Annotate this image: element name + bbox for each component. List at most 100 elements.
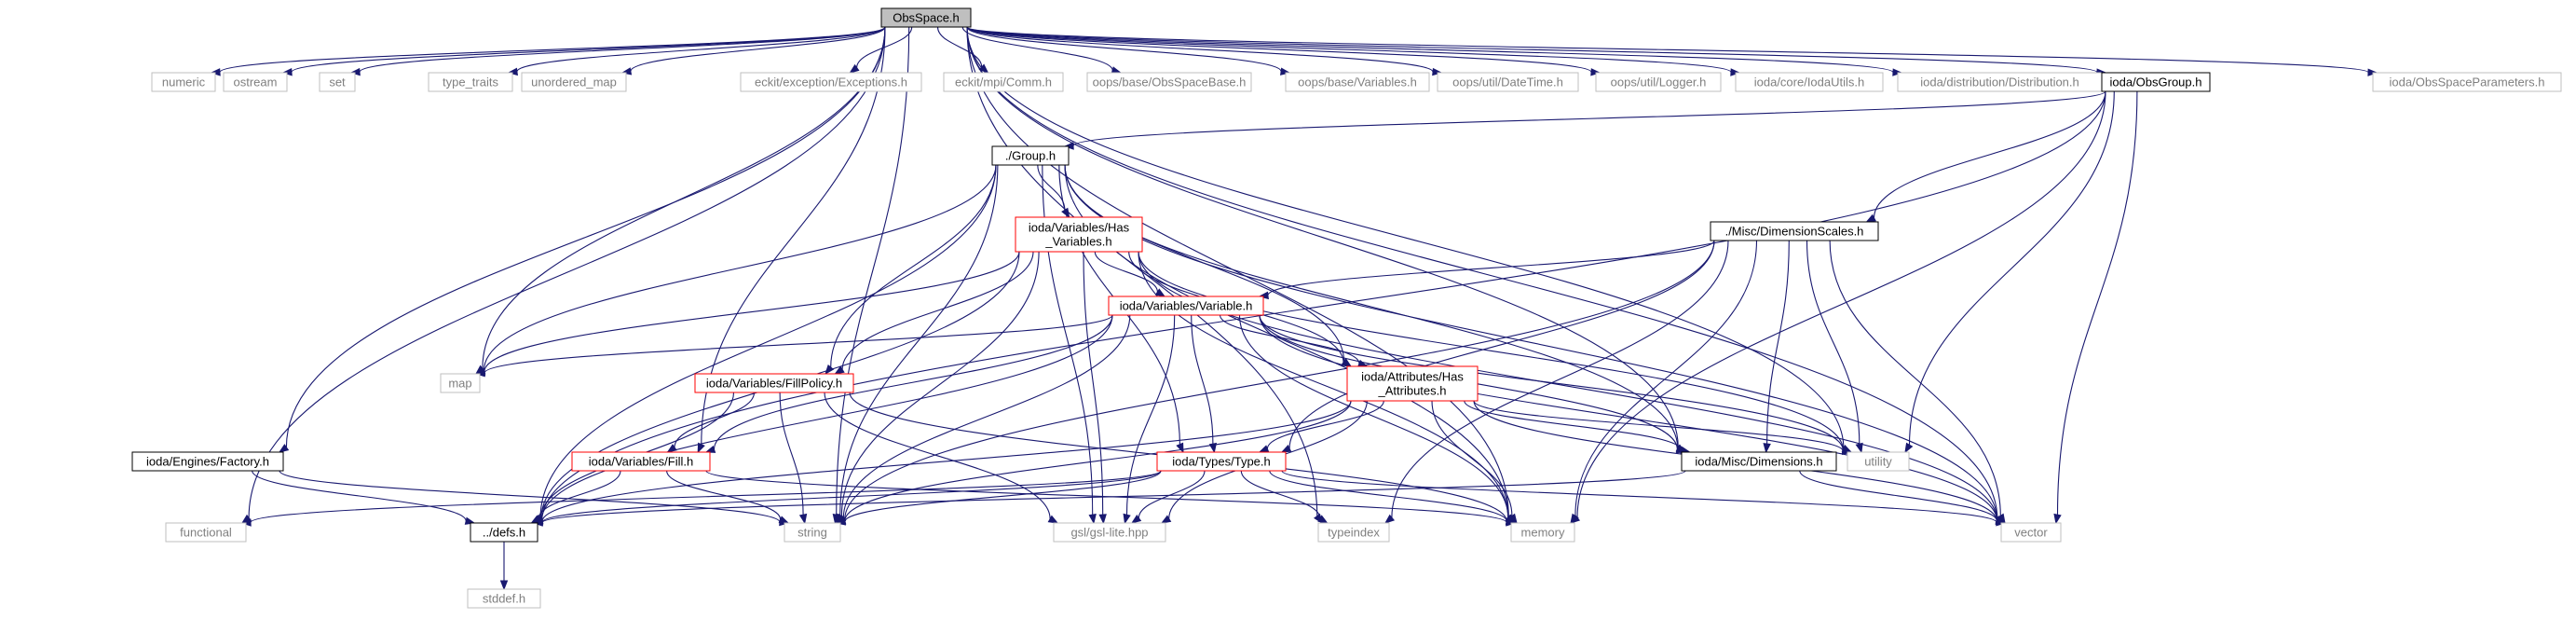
edge-arrowhead-obsspace-to-obsspaceparams <box>2367 68 2378 76</box>
node-label-line-datetime-0: oops/util/DateTime.h <box>1452 76 1563 89</box>
edge-variable-to-vector <box>1259 314 1997 521</box>
edge-group-to-fillpolicy <box>830 164 997 368</box>
node-label-line-type-0: ioda/Types/Type.h <box>1172 455 1271 469</box>
edge-arrowhead-obsspace-to-iodautils <box>1730 68 1741 76</box>
node-string: string <box>784 522 841 543</box>
node-dimensions[interactable]: ioda/Misc/Dimensions.h <box>1681 451 1837 472</box>
edge-type-to-vector <box>1281 470 1997 523</box>
node-numeric: numeric <box>151 72 216 92</box>
node-ostream: ostream <box>223 72 288 92</box>
edge-variable-to-memory <box>1238 314 1509 518</box>
node-hasattributes[interactable]: ioda/Attributes/Has_Attributes.h <box>1346 365 1479 402</box>
node-fillpolicy[interactable]: ioda/Variables/FillPolicy.h <box>694 373 854 393</box>
edge-arrowhead-obsspace-to-set <box>349 67 361 76</box>
edge-type-to-defs <box>541 470 1162 523</box>
node-layer: ObsSpace.h numeric ostream set type_traits un… <box>131 7 2562 609</box>
node-oopsvariables: oops/base/Variables.h <box>1285 72 1430 92</box>
node-label-gsllite: gsl/gsl-lite.hpp <box>1070 526 1148 540</box>
node-label-line-unordered_map-0: unordered_map <box>531 76 617 89</box>
node-hasvariables[interactable]: ioda/Variables/Has_Variables.h <box>1015 216 1143 253</box>
edge-obsspace-to-functional <box>248 26 886 518</box>
node-box-vector <box>2000 522 2062 543</box>
node-label-fillpolicy: ioda/Variables/FillPolicy.h <box>706 377 842 391</box>
edge-obsspace-to-iodautils <box>966 26 1732 73</box>
edge-fill-to-defs <box>538 470 621 519</box>
node-label-comm: eckit/mpi/Comm.h <box>955 76 1052 89</box>
edge-obsspace-to-obsspacebase <box>961 26 1113 71</box>
node-box-fillpolicy <box>694 373 854 393</box>
edge-arrowhead-dimscales-to-utility <box>1855 442 1863 454</box>
node-label-line-obsgroup-0: ioda/ObsGroup.h <box>2109 76 2201 89</box>
node-group[interactable]: ./Group.h <box>991 145 1070 166</box>
edge-hasvariables-to-gsllite <box>1083 251 1104 516</box>
node-box-fill <box>571 451 711 472</box>
edge-factory-to-defs <box>252 470 467 522</box>
node-dimscales[interactable]: ./Misc/DimensionScales.h <box>1710 221 1879 241</box>
node-label-line-logger-0: oops/util/Logger.h <box>1611 76 1707 89</box>
node-box-typeindex <box>1317 522 1390 543</box>
node-label-utility: utility <box>1864 455 1892 469</box>
node-stddef: stddef.h <box>467 588 541 609</box>
node-obsgroup[interactable]: ioda/ObsGroup.h <box>2101 72 2211 92</box>
edge-variable-to-defs <box>540 314 1113 521</box>
edge-dimscales-to-variable <box>1267 240 1715 296</box>
node-label-line-string-0: string <box>797 526 827 540</box>
node-fill[interactable]: ioda/Variables/Fill.h <box>571 451 711 472</box>
edge-hasattributes-to-utility <box>1473 400 1844 452</box>
edge-arrowhead-fillpolicy-to-gsllite <box>1047 515 1059 524</box>
node-label-type_traits: type_traits <box>443 76 498 89</box>
node-label-line-factory-0: ioda/Engines/Factory.h <box>146 455 269 469</box>
edge-obsgroup-to-utility <box>1908 90 2115 446</box>
node-type[interactable]: ioda/Types/Type.h <box>1156 451 1287 472</box>
node-box-utility <box>1847 451 1910 472</box>
node-label-line-stddef-0: stddef.h <box>483 592 525 606</box>
edge-type-to-typeindex <box>1240 470 1321 519</box>
node-set: set <box>319 72 356 92</box>
edge-obsspace-to-datetime <box>966 26 1434 73</box>
edge-arrowhead-obsgroup-to-group <box>1063 142 1074 150</box>
edge-obsspace-to-comm <box>936 26 983 67</box>
edge-type-to-gsllite <box>1138 470 1206 518</box>
node-obsspace[interactable]: ObsSpace.h <box>880 7 972 28</box>
edge-hasattributes-to-type <box>1266 400 1384 449</box>
node-box-dimscales <box>1710 221 1879 241</box>
node-label-line-dimscales-0: ./Misc/DimensionScales.h <box>1725 225 1864 239</box>
node-variable[interactable]: ioda/Variables/Variable.h <box>1108 296 1264 316</box>
node-box-dimensions <box>1681 451 1837 472</box>
edge-arrowhead-obsspace-to-exceptions <box>849 63 860 74</box>
node-label-obsspaceparams: ioda/ObsSpaceParameters.h <box>2390 76 2545 89</box>
edge-dimscales-to-typeindex <box>1391 240 1729 518</box>
node-label-set: set <box>329 76 346 89</box>
edge-obsspace-to-dimensions <box>966 26 1679 448</box>
edge-obsspace-to-obsspaceparams <box>966 26 2369 74</box>
edge-variable-to-string <box>842 314 1131 518</box>
node-label-defs: ../defs.h <box>483 526 525 540</box>
node-label-line-distribution-0: ioda/distribution/Distribution.h <box>1920 76 2079 89</box>
edge-group-to-defs <box>539 164 997 518</box>
node-defs[interactable]: ../defs.h <box>470 522 538 543</box>
node-label-line-type_traits-0: type_traits <box>443 76 498 89</box>
edge-arrowhead-type-to-functional <box>240 518 252 527</box>
edge-arrowhead-obsspace-to-factory <box>278 444 290 453</box>
edge-dimensions-to-defs <box>541 470 1686 524</box>
edge-hasvariables-to-map <box>484 251 1020 373</box>
node-box-functional <box>165 522 247 543</box>
node-box-memory <box>1510 522 1575 543</box>
edge-dimscales-to-vector <box>1829 240 2001 516</box>
node-label-line-exceptions-0: eckit/exception/Exceptions.h <box>755 76 907 89</box>
edge-type-to-string <box>844 470 1162 522</box>
node-logger: oops/util/Logger.h <box>1595 72 1722 92</box>
node-label-dimensions: ioda/Misc/Dimensions.h <box>1695 455 1822 469</box>
node-gsllite: gsl/gsl-lite.hpp <box>1053 522 1166 543</box>
edge-arrowhead-obsgroup-to-vector <box>2053 513 2062 525</box>
edge-hasvariables-to-fillpolicy <box>841 251 1034 370</box>
edge-arrowhead-obsspace-to-ostream <box>281 68 293 76</box>
node-map: map <box>440 373 481 393</box>
edge-arrowhead-obsspace-to-type_traits <box>507 67 518 76</box>
node-box-set <box>319 72 356 92</box>
node-label-line-fillpolicy-0: ioda/Variables/FillPolicy.h <box>706 377 842 391</box>
edge-obsspace-to-oopsvariables <box>966 26 1282 73</box>
edge-arrowhead-dimscales-to-dimensions <box>1763 443 1771 454</box>
node-factory[interactable]: ioda/Engines/Factory.h <box>131 451 284 472</box>
